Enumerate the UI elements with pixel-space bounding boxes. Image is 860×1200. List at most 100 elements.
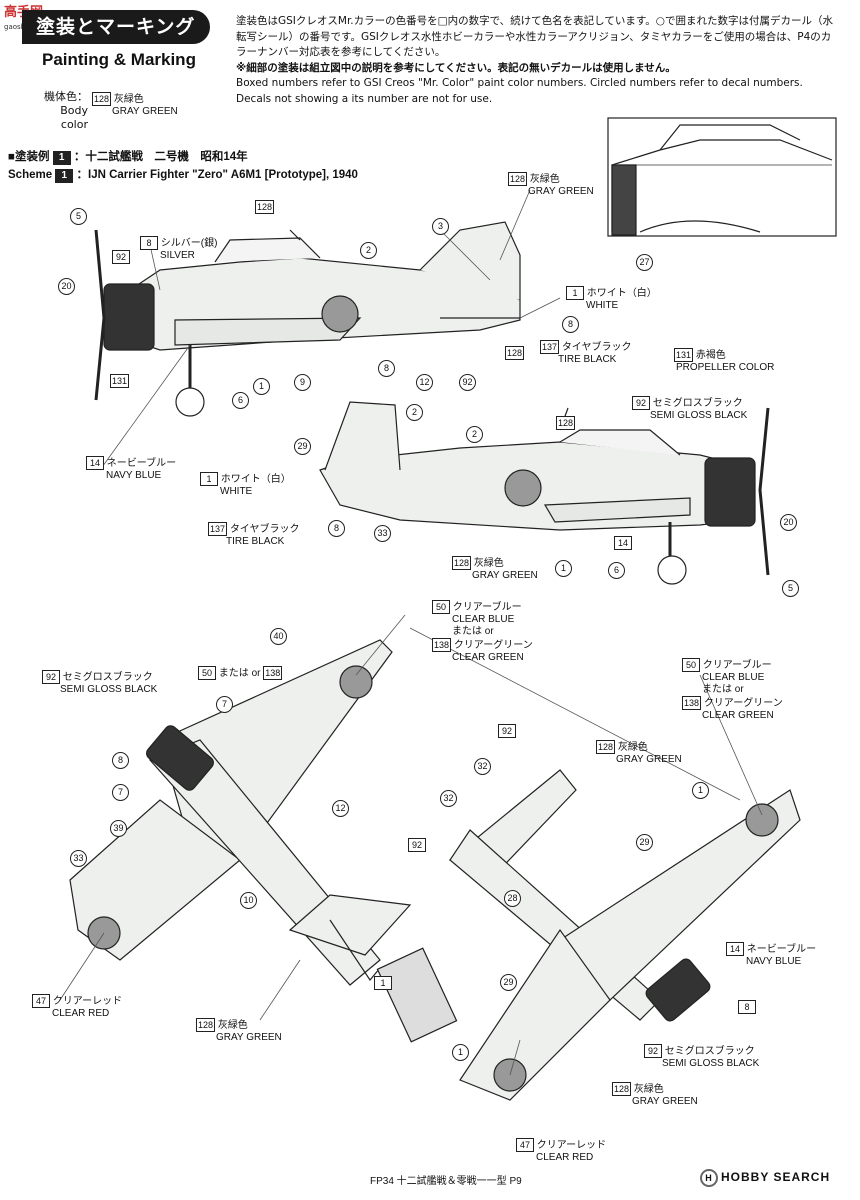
color-name-en: WHITE <box>586 300 619 311</box>
decal-number: 8 <box>328 520 345 537</box>
scheme-heading: ■塗装例 1 ：十二試艦戦 二号機 昭和14年 Scheme 1 ：IJN Ca… <box>8 148 358 184</box>
paint-code: 8 <box>140 236 158 250</box>
decal-number: 29 <box>636 834 653 851</box>
color-name-en: CLEAR RED <box>536 1152 594 1163</box>
decal-number: 20 <box>58 278 75 295</box>
decal-number: 9 <box>294 374 311 391</box>
color-name-en: NAVY BLUE <box>746 956 802 967</box>
color-name-jp: 灰緑色 <box>617 742 648 753</box>
paint-code: 47 <box>32 994 50 1008</box>
callout-gray-green-5: 128 灰緑色 GRAY GREEN <box>612 1082 698 1108</box>
scheme-label-en: Scheme <box>8 169 53 181</box>
paint-code: 138 <box>682 696 702 710</box>
decal-number: 7 <box>112 784 129 801</box>
color-name-en: GRAY GREEN <box>528 186 594 197</box>
paint-code: 138 <box>263 666 283 680</box>
decal-number: 5 <box>782 580 799 597</box>
paint-code: 92 <box>42 670 60 684</box>
decal-number: 6 <box>608 562 625 579</box>
color-name-jp: ホワイト（白） <box>220 474 291 485</box>
callout-white-1: 1 ホワイト（白） WHITE <box>566 286 657 312</box>
brand-mark-icon: H <box>700 1169 718 1187</box>
decal-number: 1 <box>452 1044 469 1061</box>
decal-number: 40 <box>270 628 287 645</box>
paint-code: 92 <box>644 1044 662 1058</box>
side-view-left-facing <box>94 221 521 417</box>
callout-semi-gloss-black-2: 92 セミグロスブラック SEMI GLOSS BLACK <box>42 670 157 696</box>
paint-code: 131 <box>674 348 694 362</box>
body-color-label: 機体色： Body color <box>30 90 88 132</box>
decal-number: 8 <box>562 316 579 333</box>
paint-code: 14 <box>726 942 744 956</box>
scheme-text-en: ：IJN Carrier Fighter "Zero" A6M1 [Protot… <box>76 169 358 181</box>
color-name-jp: ネービーブルー <box>106 458 177 469</box>
callout-white-2: 1 ホワイト（白） WHITE <box>200 472 291 498</box>
callout-clear-red-1: 47 クリアーレッド CLEAR RED <box>32 994 122 1020</box>
top-view <box>69 639 412 986</box>
paint-code: 14 <box>614 536 632 550</box>
color-name-en: CLEAR GREEN <box>452 652 524 663</box>
note-line-3: Boxed numbers refer to GSI Creos "Mr. Co… <box>236 77 803 105</box>
scheme-text-jp: ：十二試艦戦 二号機 昭和14年 <box>73 151 248 163</box>
color-name-en: CLEAR GREEN <box>702 710 774 721</box>
color-name-en: TIRE BLACK <box>558 354 617 365</box>
or-jp: または <box>702 684 732 695</box>
decal-number: 33 <box>70 850 87 867</box>
instructions-note: 塗装色はGSIクレオスMr.カラーの色番号を□内の数字で、続けて色名を表記してい… <box>236 14 840 107</box>
decal-number: 20 <box>780 514 797 531</box>
callout-navy-blue-1: 14 ネービーブルー NAVY BLUE <box>86 456 176 482</box>
color-name-en: CLEAR BLUE <box>452 614 515 625</box>
color-name-jp: 灰緑色 <box>217 1020 248 1031</box>
color-name-jp: セミグロスブラック <box>62 672 153 683</box>
color-name-jp: 赤褐色 <box>695 350 726 361</box>
decal-number: 8 <box>112 752 129 769</box>
callout-canopy-clear-2: 50 クリアーブルー CLEAR BLUE または or 138 クリアーグリー… <box>682 658 783 722</box>
leader-lines <box>59 189 763 1076</box>
scheme-number: 1 <box>52 151 71 165</box>
color-name-jp: クリアーレッド <box>536 1140 607 1151</box>
paint-code: 50 <box>682 658 700 672</box>
callout-tire-black-2: 137 タイヤブラック TIRE BLACK <box>208 522 300 548</box>
scheme-number: 1 <box>55 169 74 183</box>
callout-blue-or-green: 50 または or 138 <box>198 666 283 680</box>
paint-code: 92 <box>112 250 130 264</box>
color-name-jp: ネービーブルー <box>746 944 817 955</box>
color-name-en: GRAY GREEN <box>112 106 178 117</box>
paint-code: 137 <box>208 522 228 536</box>
decal-number: 2 <box>360 242 377 259</box>
paint-code: 50 <box>432 600 450 614</box>
paint-code: 1 <box>374 976 392 990</box>
callout-gray-green-4: 128 灰緑色 GRAY GREEN <box>196 1018 282 1044</box>
color-name-jp: クリアーブルー <box>452 602 522 613</box>
paint-code: 128 <box>556 416 576 430</box>
body-color-value: 128 灰緑色 GRAY GREEN <box>92 92 178 118</box>
decal-number: 33 <box>374 525 391 542</box>
decal-number: 7 <box>216 696 233 713</box>
paint-code: 128 <box>596 740 616 754</box>
color-name-jp: セミグロスブラック <box>652 398 743 409</box>
page-title: 塗装とマーキング <box>22 10 210 44</box>
body-color-label-jp: 機体色： <box>44 90 88 103</box>
callout-semi-gloss-black-3: 92 セミグロスブラック SEMI GLOSS BLACK <box>644 1044 759 1070</box>
color-name-jp: ホワイト（白） <box>586 288 657 299</box>
callout-gray-green-3: 128 灰緑色 GRAY GREEN <box>596 740 682 766</box>
color-name-en: GRAY GREEN <box>216 1032 282 1043</box>
callout-tire-black-1: 137 タイヤブラック TIRE BLACK <box>540 340 632 366</box>
color-name-en: GRAY GREEN <box>472 570 538 581</box>
decal-number: 1 <box>555 560 572 577</box>
decal-number: 6 <box>232 392 249 409</box>
paint-code: 128 <box>505 346 525 360</box>
paint-code: 138 <box>432 638 452 652</box>
paint-code: 47 <box>516 1138 534 1152</box>
decal-number: 29 <box>294 438 311 455</box>
color-name-en: CLEAR BLUE <box>702 672 765 683</box>
paint-code: 128 <box>508 172 528 186</box>
decal-number: 8 <box>378 360 395 377</box>
callout-gray-green-1: 128 灰緑色 GRAY GREEN <box>508 172 594 198</box>
decal-number: 32 <box>474 758 491 775</box>
color-name-jp: シルバー(銀) <box>160 238 218 249</box>
color-name-jp: 灰緑色 <box>633 1084 664 1095</box>
color-name-jp: タイヤブラック <box>229 524 300 535</box>
